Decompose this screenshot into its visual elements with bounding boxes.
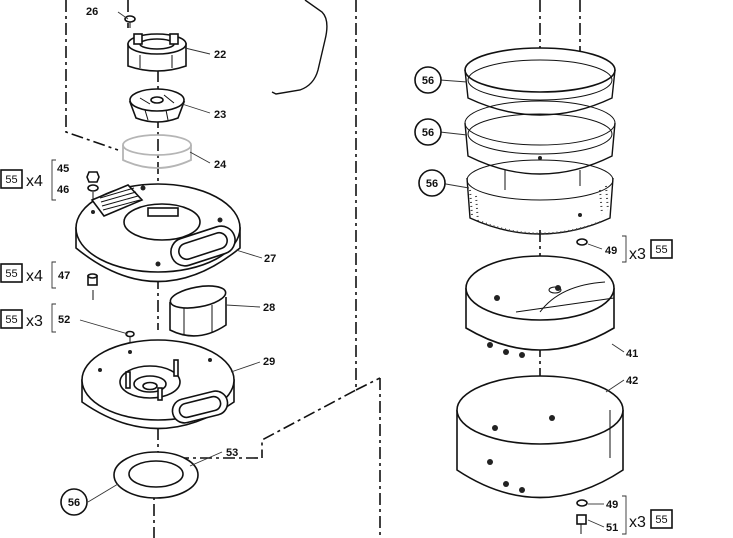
label-52: 52 (58, 314, 70, 326)
washer-46 (87, 184, 99, 212)
screw-26 (124, 15, 136, 28)
label-24: 24 (214, 159, 227, 171)
bolt-51 (576, 514, 587, 534)
label-49-bottom: 49 (606, 499, 618, 511)
qty-mult-5: x3 (629, 514, 646, 531)
label-41: 41 (626, 348, 638, 360)
duct-28 (169, 285, 227, 337)
qty-callout-1: 55 x4 (0, 169, 43, 190)
washer-49-bottom (576, 499, 588, 507)
label-56-b: 56 (422, 127, 434, 139)
label-29: 29 (263, 356, 275, 368)
circled-labels: 56 56 56 56 (60, 66, 446, 516)
band-56-top (464, 47, 616, 116)
label-23: 23 (214, 109, 226, 121)
label-45: 45 (57, 163, 69, 175)
label-49-top: 49 (605, 245, 617, 257)
qty-callout-4: x3 55 (629, 239, 673, 263)
label-56-bottom: 56 (68, 497, 80, 509)
cap-22 (127, 33, 187, 72)
qty-box-2: 55 (5, 268, 17, 280)
label-22: 22 (214, 49, 226, 61)
ring-24 (122, 134, 192, 169)
qty-mult-1: x4 (26, 173, 43, 190)
qty-mult-2: x4 (26, 268, 43, 285)
label-53: 53 (226, 447, 238, 459)
qty-callout-5: x3 55 (629, 509, 673, 531)
label-47: 47 (58, 270, 70, 282)
base-plate-29 (81, 339, 235, 430)
label-28: 28 (263, 302, 275, 314)
plate-27 (75, 183, 241, 283)
cable (271, 0, 328, 95)
brackets (51, 159, 627, 535)
qty-mult-4: x3 (629, 246, 646, 263)
qty-callout-2: 55 x4 (0, 263, 43, 285)
label-27: 27 (264, 253, 276, 265)
label-51: 51 (606, 522, 618, 534)
label-46: 46 (57, 184, 69, 196)
bolt-47 (87, 273, 98, 300)
qty-callout-3: 55 x3 (0, 309, 43, 330)
qty-box-5: 55 (655, 514, 667, 526)
qty-box-1: 55 (5, 174, 17, 186)
qty-mult-3: x3 (26, 313, 43, 330)
label-42: 42 (626, 375, 638, 387)
bowl-41 (465, 255, 615, 358)
band-56-middle (464, 100, 616, 190)
gasket-53 (113, 451, 199, 499)
nut-45 (86, 171, 100, 183)
fan-23 (128, 88, 186, 123)
label-56-a: 56 (422, 75, 434, 87)
washer-49-top (576, 238, 588, 246)
label-26: 26 (86, 6, 98, 18)
qty-box-4: 55 (655, 244, 667, 256)
qty-box-3: 55 (5, 314, 17, 326)
band-56-bottom (466, 159, 614, 235)
bowl-42 (456, 375, 624, 499)
part-labels: 26 22 23 24 45 46 27 47 28 52 29 53 49 4… (57, 6, 638, 534)
label-56-c: 56 (426, 178, 438, 190)
leader-lines (79, 11, 625, 528)
